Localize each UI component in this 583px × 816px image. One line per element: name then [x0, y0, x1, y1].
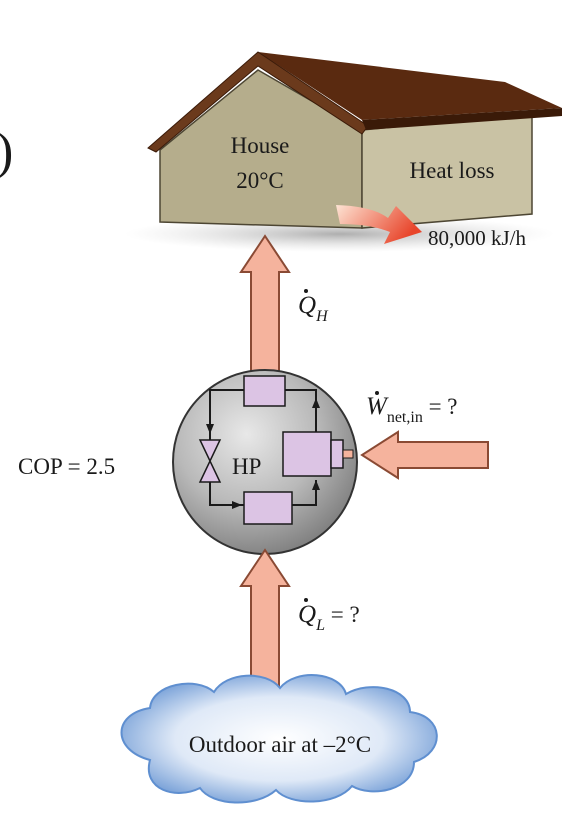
roof-front-edge — [147, 51, 369, 153]
qh-dot — [304, 289, 308, 293]
work-arrow — [360, 430, 489, 480]
qh-label: QH — [298, 292, 329, 325]
outdoor-label: Outdoor air at –2°C — [189, 732, 371, 757]
refrigerant-loop — [209, 389, 317, 506]
house-temperature: 20°C — [236, 168, 284, 193]
heat-pump: HP — [172, 369, 358, 555]
heat-loss-label: Heat loss — [410, 158, 495, 183]
compressor — [282, 431, 332, 477]
evaporator — [243, 491, 293, 525]
compressor-shaft — [342, 449, 354, 459]
roof-side — [258, 52, 562, 120]
ql-dot — [304, 598, 308, 602]
house-shadow — [125, 216, 555, 252]
house: House 20°C Heat loss — [125, 51, 562, 252]
compressor-piston — [330, 439, 344, 469]
heat-pump-label: HP — [232, 454, 261, 479]
ql-arrow — [239, 548, 291, 689]
edge-fragment: ) — [0, 123, 13, 180]
roof-eave — [362, 108, 562, 130]
heat-loss-rate: 80,000 kJ/h — [428, 226, 527, 250]
qh-arrow — [239, 234, 291, 373]
ql-label: QL = ? — [298, 601, 360, 634]
outdoor-cloud — [120, 674, 438, 804]
work-dot — [375, 391, 379, 395]
heat-loss-arrow — [336, 205, 422, 244]
condenser — [243, 375, 286, 407]
cop-label: COP = 2.5 — [18, 454, 115, 479]
house-label: House — [231, 133, 290, 158]
expansion-valve — [198, 439, 222, 483]
work-label: Wnet,in = ? — [366, 393, 458, 426]
